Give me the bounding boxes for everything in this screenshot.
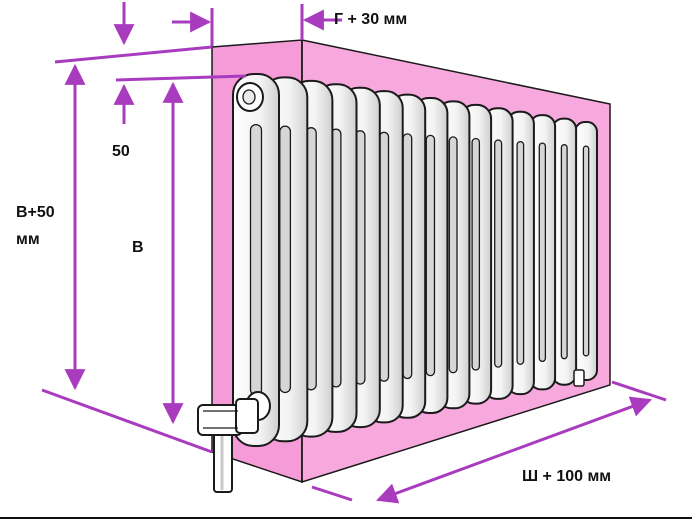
radiator-section xyxy=(574,121,598,381)
top-plug-core xyxy=(242,89,256,105)
depth-label: Г + 30 мм xyxy=(334,11,408,28)
radiator-foot xyxy=(573,369,585,387)
width-extension-right xyxy=(611,380,667,402)
gap-label: 50 xyxy=(112,143,130,160)
valve-pipe xyxy=(197,398,259,493)
total-height-label: В+50 xyxy=(16,204,55,221)
width-arrow xyxy=(376,396,652,504)
total-height-bottom-extension xyxy=(41,388,213,454)
width-extension-left xyxy=(311,485,353,502)
bottom-border xyxy=(0,517,692,519)
total-height-unit-label: мм xyxy=(16,231,40,248)
width-label: Ш + 100 мм xyxy=(522,468,612,485)
height-top-extension xyxy=(115,74,247,82)
radiator xyxy=(232,73,598,447)
total-height-top-extension xyxy=(54,45,213,64)
radiator-section xyxy=(528,114,557,391)
dimension-lines xyxy=(41,2,667,504)
radiator-section xyxy=(232,73,280,447)
height-label: В xyxy=(132,239,144,256)
